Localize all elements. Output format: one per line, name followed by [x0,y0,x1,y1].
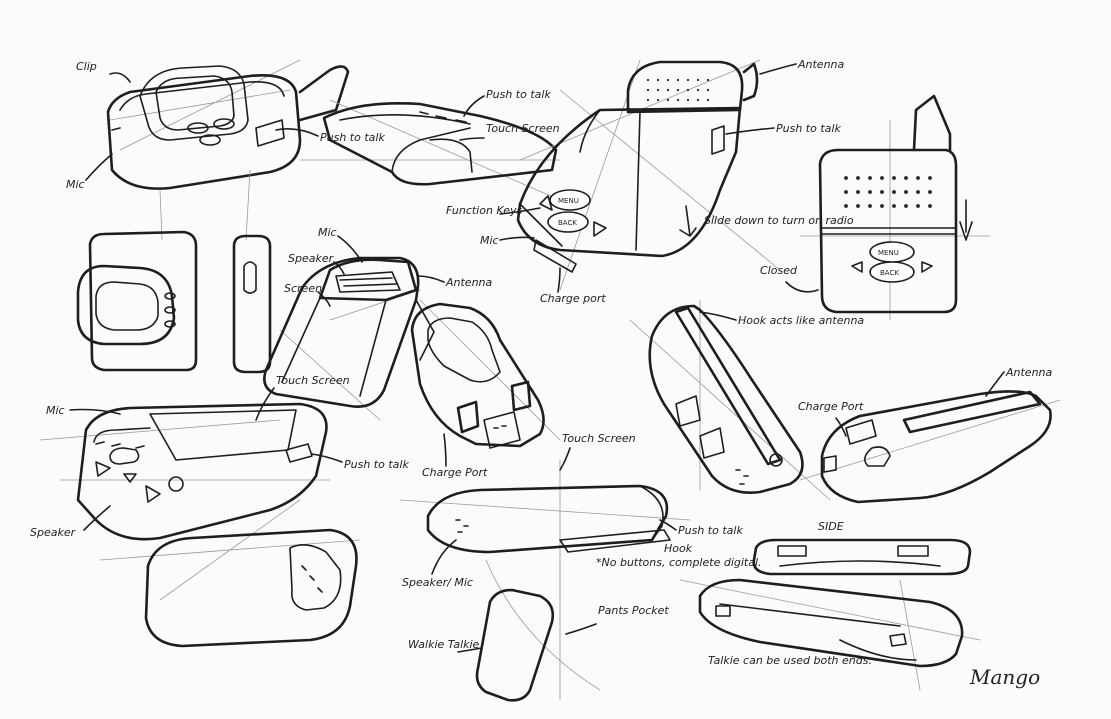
label-antenna-2: Antenna [445,276,493,289]
label-talkie-both-ends: Talkie can be used both ends. [708,654,872,667]
label-hook: Hook [664,542,693,555]
keypad-dots [646,78,710,102]
label-screen: Screen [284,282,322,295]
closed-back-key [869,261,915,283]
label-speaker-mic: Speaker/ Mic [402,576,473,589]
sketch-pocket-scene [475,559,601,702]
sketch-back-view-bottom [99,499,361,648]
label-charge-port-1: Charge port [540,292,606,305]
sketch-closed-front [799,94,991,321]
sketch-clip-radio [106,59,350,190]
label-pants-pocket: Pants Pocket [598,604,669,617]
label-walkie-talkie: Walkie Talkie [408,638,480,651]
sketch-hook-radio [629,299,831,501]
label-antenna-1: Antenna [797,58,845,71]
sketch-side-view [752,538,972,576]
label-push-to-talk-2: Push to talk [486,88,551,101]
sketch-front-side-views [76,169,272,374]
artist-signature: Mango [969,665,1040,689]
back-key [547,211,589,233]
label-push-to-talk-3: Push to talk [776,122,841,135]
label-touch-screen-1: Touch Screen [486,122,560,135]
label-hook-acts: Hook acts like antenna [738,314,864,327]
sketch-slider-radio [516,59,781,291]
label-touch-screen-3: Touch Screen [562,432,636,445]
sketch-flat-antenna-radio [799,390,1061,504]
sketch-wide-touch-radio [39,402,331,541]
label-push-to-talk-4: Push to talk [344,458,409,471]
sketch-two-ended-radio [679,578,981,691]
label-closed: Closed [760,264,798,277]
label-touch-screen-2: Touch Screen [276,374,350,387]
label-mic-2: Mic [480,234,499,247]
key-menu-1: MENU [558,197,579,205]
label-charge-port-3: Charge Port [798,400,864,413]
label-function-keys: Function Keys [446,204,523,217]
key-menu-2: MENU [878,249,899,257]
closed-keypad-dots [844,176,932,208]
label-clip: Clip [76,60,97,73]
label-speaker-2: Speaker [30,526,77,539]
sketch-back-radio [410,299,561,449]
sketch-digital-touch-radio [399,459,691,601]
label-slide-down: Slide down to turn on radio [704,214,854,227]
label-side: SIDE [818,520,844,533]
label-antenna-3: Antenna [1005,366,1053,379]
label-mic-3: Mic [318,226,337,239]
label-push-to-talk-1: Push to talk [320,131,385,144]
label-speaker-1: Speaker [288,252,335,265]
label-push-to-talk-5: Push to talk [678,524,743,537]
label-no-buttons: *No buttons, complete digital. [596,556,762,569]
menu-key [549,189,591,211]
label-mic-4: Mic [46,404,65,417]
label-mic-top: Mic [66,178,85,191]
label-charge-port-2: Charge Port [422,466,488,479]
key-back-2: BACK [880,269,899,277]
key-back-1: BACK [558,219,577,227]
sketch-slim-open-radio [299,99,561,201]
